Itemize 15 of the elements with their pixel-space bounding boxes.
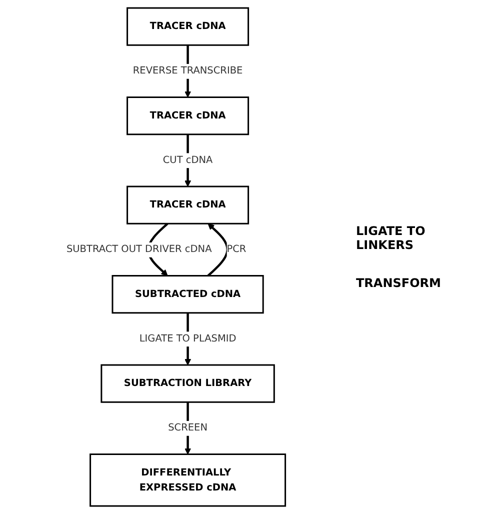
node-box: DIFFERENTIALLY EXPRESSED cDNA (90, 454, 286, 507)
edge-label: CUT cDNA (162, 154, 213, 166)
node-box: TRACER cDNA (126, 186, 250, 224)
edge-label: LIGATE TO PLASMID (139, 333, 236, 344)
node-box: TRACER cDNA (126, 96, 250, 136)
node-box: SUBTRACTION LIBRARY (100, 364, 276, 403)
edge-label: PCR (226, 244, 246, 256)
step-note: LIGATE TO LINKERS (356, 224, 426, 252)
node-box: SUBTRACTED cDNA (112, 275, 264, 314)
arrow (207, 223, 229, 277)
edge-label: SCREEN (168, 422, 208, 434)
step-note: TRANSFORM (356, 276, 442, 290)
edge-label: SUBTRACT OUT DRIVER cDNA (66, 244, 212, 256)
edge-label: REVERSE TRANSCRIBE (133, 65, 243, 77)
node-box: TRACER cDNA (126, 7, 250, 46)
